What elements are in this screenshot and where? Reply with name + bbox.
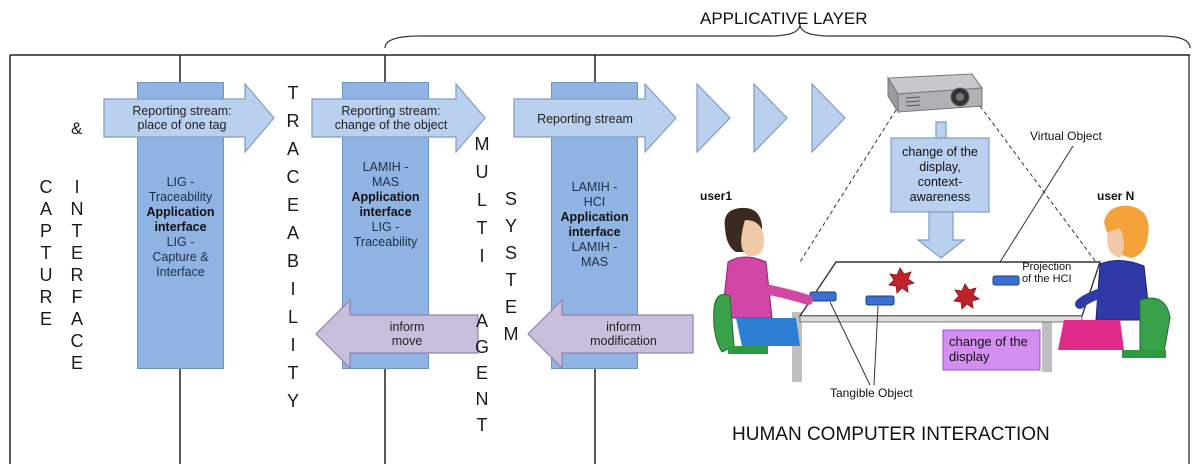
mas-panel-text: LAMIH - MAS Application interface LIG - … [351,160,420,249]
display-change-box [890,137,990,213]
virtual-object-pointer [989,145,1074,279]
stream-chevron-3 [811,82,846,154]
tangible-object-3 [992,275,1020,286]
change-display-box [942,329,1041,371]
hci-panel-text: LAMIH - HCI Application interface LAMIH … [560,180,629,269]
tangible-object-label: Tangible Object [830,386,913,400]
hci-footer-title: HUMAN COMPUTER INTERACTION [732,424,1050,445]
inform-move-arrow [315,298,479,370]
stream3-text: Reporting stream [537,112,633,126]
user1-label: user1 [700,189,733,203]
projection-line-left [799,109,897,263]
projector-icon [887,73,983,114]
stream-chevron-2 [753,82,788,154]
applicative-layer-brace [384,23,1191,49]
projection-line-right [979,105,1097,263]
reporting-stream-arrow-3 [513,82,677,154]
tangible-object-1 [809,291,837,302]
user1-figure [713,207,813,354]
virtual-object-label: Virtual Object [1030,129,1102,143]
ampersand-label: & [71,119,83,138]
stream-chevron-1 [696,82,731,154]
virtual-object-1 [888,267,915,294]
virtual-object-2 [953,283,980,310]
reporting-stream-arrow-1 [103,82,275,154]
tangible-object-2 [865,295,895,306]
display-down-arrow-lower [916,211,966,259]
display-box-text: change of the display, context- awarenes… [902,145,978,204]
applicative-layer-title: APPLICATIVE LAYER [700,9,868,28]
lig-panel-text: LIG - Traceability Application interface… [146,175,215,279]
userN-label: user N [1097,189,1135,203]
userN-figure [1058,205,1171,358]
inform-modification-arrow [527,298,694,370]
reporting-stream-arrow-2 [311,82,486,154]
stream1-text: Reporting stream:place of one tag [132,104,232,132]
stream2-text: Reporting stream:change of the object [334,104,448,132]
